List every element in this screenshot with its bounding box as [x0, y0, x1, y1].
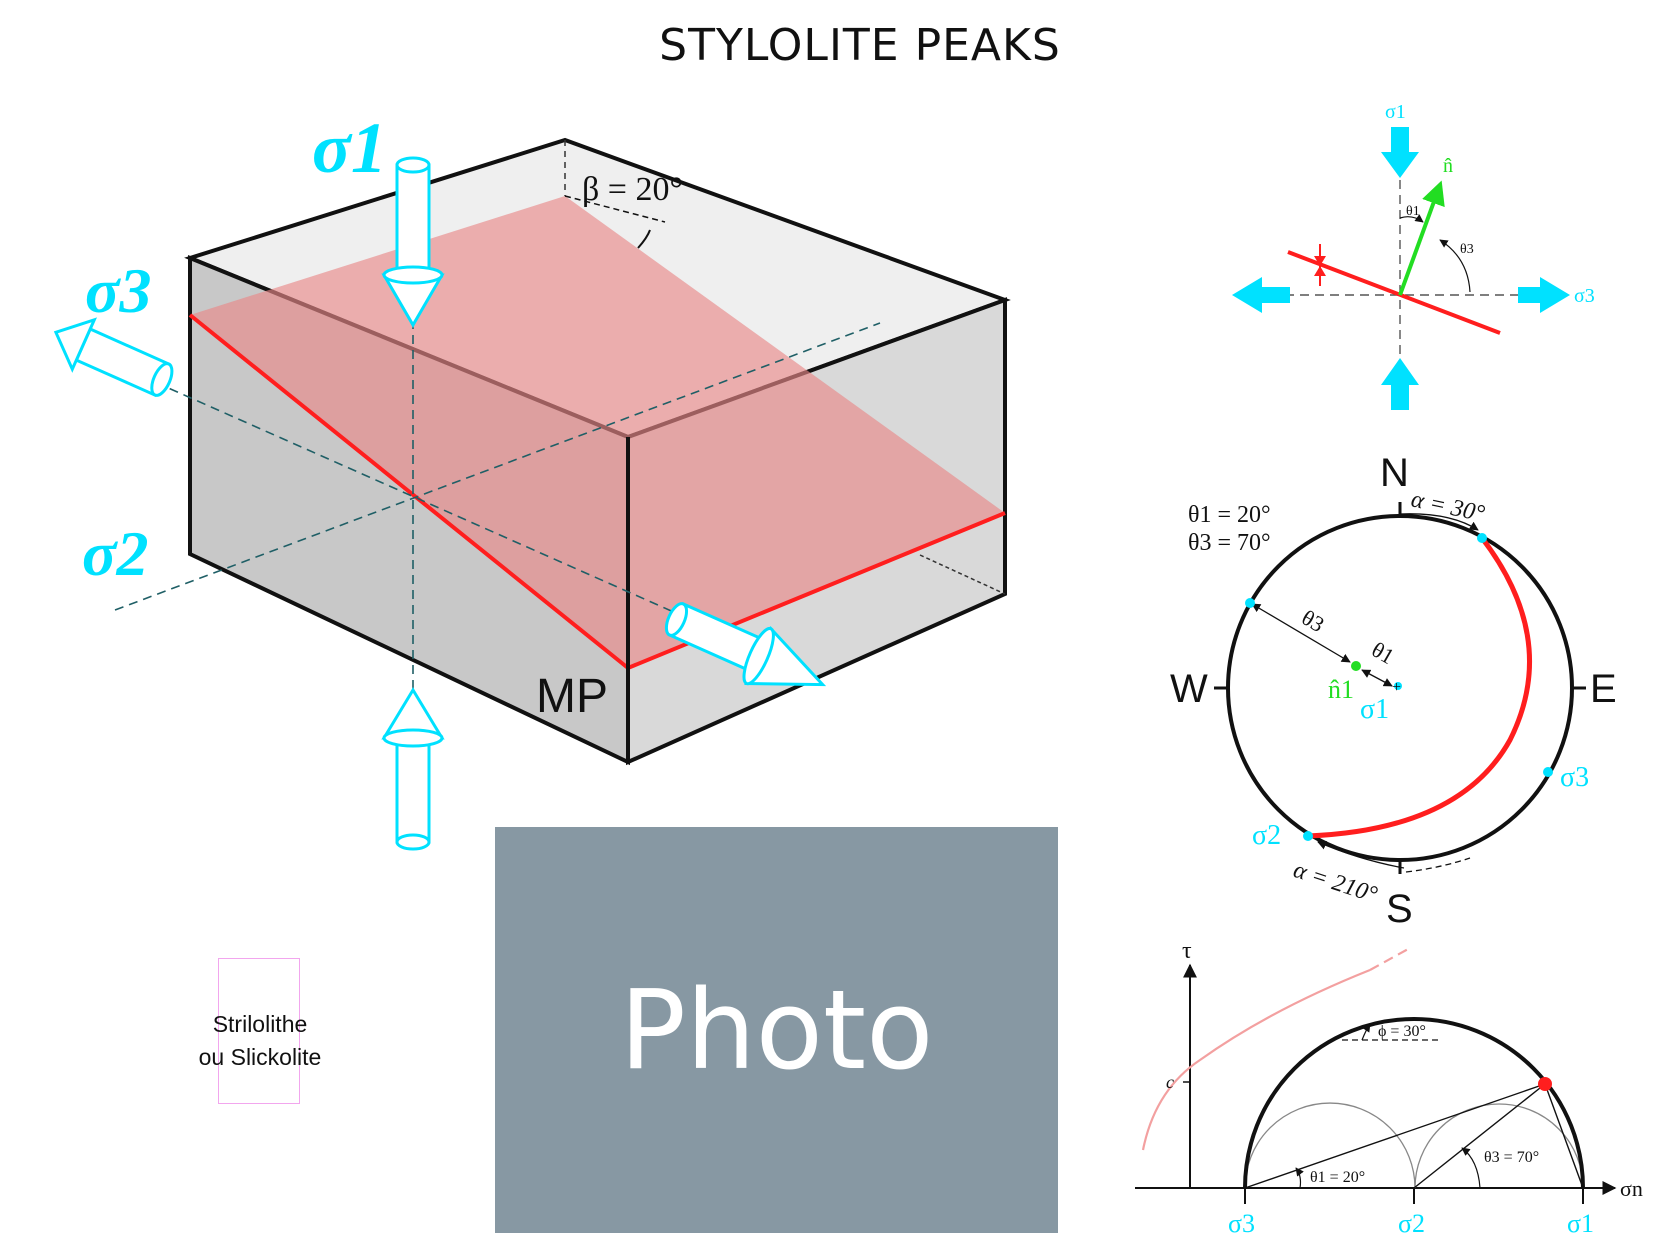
- page-title: STYLOLITE PEAKS: [659, 20, 1061, 71]
- sigma1-pole: [1394, 682, 1402, 690]
- mohr-sigma2-label: σ2: [1398, 1209, 1425, 1238]
- sketch-sigma3-left-arrow: [1232, 277, 1290, 313]
- stylolite-great-circle: [1307, 536, 1532, 839]
- failure-envelope: [1141, 968, 1371, 1151]
- photo-label: Photo: [619, 966, 934, 1094]
- sigma2-pole: [1303, 831, 1313, 841]
- mohr-circle-small-left: [1244, 1102, 1416, 1189]
- sketch-normal-label: n̂: [1443, 155, 1453, 177]
- sigma1-arrow-bottom: [381, 687, 445, 851]
- strilolithe-line2: ou Slickolite: [198, 1044, 322, 1070]
- sigma-n-label: σn: [1620, 1176, 1643, 1201]
- strilolithe-frame: [218, 958, 300, 1104]
- alpha-bottom-label: α = 210°: [1290, 857, 1381, 909]
- photo-placeholder: Photo: [495, 827, 1058, 1233]
- tau-label: τ: [1182, 938, 1192, 964]
- strilolithe-caption: Strilolithe ou Slickolite: [170, 1008, 350, 1074]
- stereonet-theta1-label: θ1: [1368, 637, 1399, 669]
- mohr-circle-small-right: [1414, 1103, 1584, 1189]
- block-diagram: β = 20° MP σ1 σ3: [53, 108, 1011, 851]
- stereonet-sigma1-label: σ1: [1360, 694, 1389, 725]
- beta-label: β = 20°: [582, 171, 683, 208]
- stereonet: + N S W E α = 30° α = 210° θ1 = 20° θ3 =…: [1170, 451, 1617, 931]
- sketch-sigma1-top-arrow: [1381, 127, 1419, 178]
- stereonet-east: E: [1590, 667, 1617, 711]
- stereonet-south: S: [1386, 887, 1413, 931]
- sigma3-pole: [1543, 767, 1553, 777]
- normal-pole: [1351, 661, 1361, 671]
- sigma3-arrow-right: [664, 601, 827, 687]
- sigma1-arrow-top: [381, 156, 445, 328]
- stereonet-sigma2-label: σ2: [1252, 820, 1281, 851]
- stylolite-plane: [190, 196, 1005, 668]
- sigma3-label: σ3: [85, 255, 152, 326]
- alpha-top-point: [1477, 533, 1487, 543]
- sketch-sigma3-right-arrow: [1518, 277, 1570, 313]
- mohr-sigma1-label: σ1: [1567, 1209, 1594, 1238]
- stereonet-north: N: [1380, 451, 1409, 495]
- stress-sketch: σ1 σ3 n̂ θ1 θ3: [1232, 101, 1595, 410]
- cohesion-label: c: [1166, 1072, 1174, 1092]
- strilolithe-line1: Strilolithe: [212, 1011, 308, 1037]
- normal-vector: [1398, 180, 1445, 296]
- sketch-sigma1-bottom-arrow: [1381, 358, 1419, 410]
- mp-label: MP: [536, 670, 608, 723]
- sketch-sigma3-label: σ3: [1574, 285, 1595, 307]
- sketch-sigma1-label: σ1: [1385, 101, 1406, 123]
- stereonet-west: W: [1170, 667, 1208, 711]
- theta1-value: θ1 = 20°: [1188, 502, 1271, 528]
- mohr-theta1-label: θ1 = 20°: [1310, 1169, 1365, 1186]
- sigma1-label: σ1: [312, 108, 387, 188]
- mohr-diagram: τ σn c ϕ = 30° θ1 = 20° θ3 = 70° σ3 σ2 σ…: [1135, 938, 1643, 1238]
- sigma3-arrow-left: [53, 317, 174, 398]
- stereonet-normal-label: n̂1: [1328, 675, 1354, 704]
- sketch-theta3-label: θ3: [1460, 242, 1474, 257]
- theta3-value: θ3 = 70°: [1188, 530, 1271, 556]
- sketch-plane-trace: [1287, 250, 1501, 335]
- mohr-theta3-label: θ3 = 70°: [1484, 1149, 1539, 1166]
- phi-label: ϕ = 30°: [1378, 1023, 1426, 1040]
- mohr-sigma3-label: σ3: [1228, 1209, 1255, 1238]
- mohr-circle-large: [1243, 1017, 1585, 1189]
- mohr-stress-point: [1538, 1077, 1552, 1091]
- sketch-theta1-label: θ1: [1406, 204, 1420, 219]
- stereonet-theta3-label: θ3: [1298, 605, 1329, 637]
- stereonet-sigma3-label: σ3: [1560, 762, 1589, 793]
- sigma2-label: σ2: [82, 518, 149, 589]
- svg-text:+: +: [1392, 679, 1401, 696]
- sigma3-pole-nw: [1245, 598, 1255, 608]
